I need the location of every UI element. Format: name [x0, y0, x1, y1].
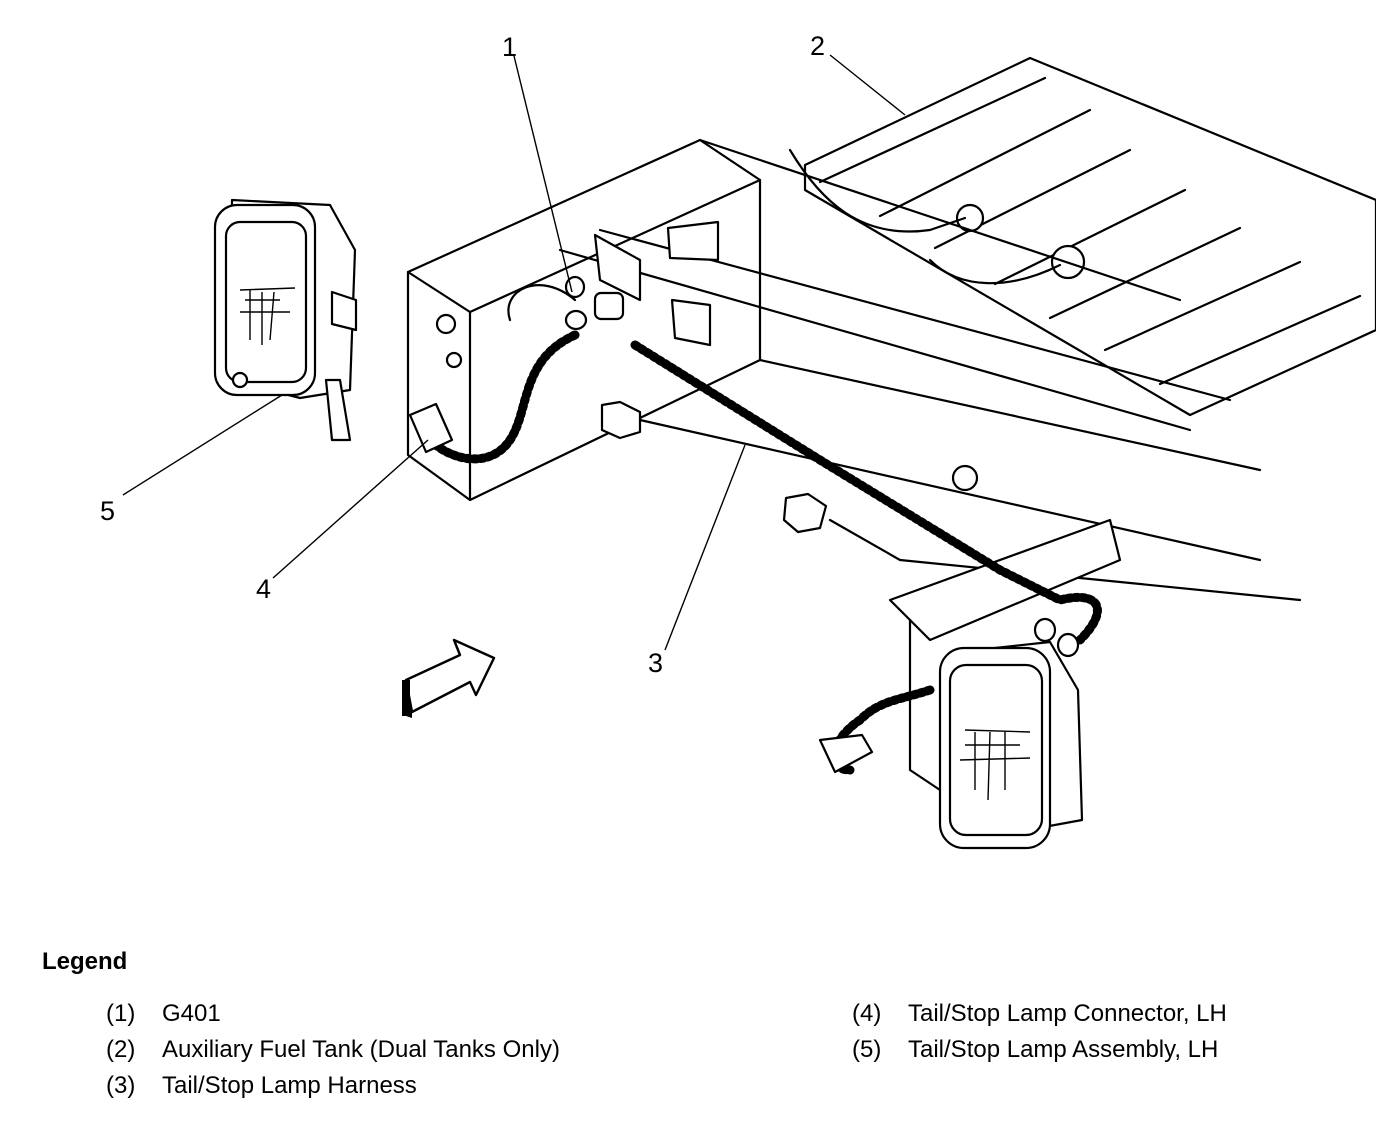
legend-item-number: (1) — [106, 1000, 136, 1027]
callout-5: 5 — [100, 496, 115, 526]
legend-item-number: (2) — [106, 1036, 136, 1063]
ground-g401 — [564, 220, 1080, 658]
tail-lamp-assembly-lh — [213, 198, 358, 442]
callout-3: 3 — [648, 648, 663, 678]
leader-lines — [122, 54, 906, 651]
legend-item: (3) Tail/Stop Lamp Harness — [106, 1068, 560, 1104]
wiring-diagram: 1 2 3 4 5 — [100, 31, 1376, 850]
legend-title: Legend — [42, 948, 128, 975]
callout-1: 1 — [502, 32, 517, 62]
legend-item: (4) Tail/Stop Lamp Connector, LH — [852, 996, 1227, 1032]
legend-item-label: Tail/Stop Lamp Harness — [162, 1072, 417, 1099]
callout-2: 2 — [810, 31, 825, 61]
legend-item: (5) Tail/Stop Lamp Assembly, LH — [852, 1032, 1227, 1068]
auxiliary-fuel-tank — [788, 56, 1376, 417]
legend-item-label: G401 — [162, 1000, 221, 1027]
legend-column-left: (1) G401 (2) Auxiliary Fuel Tank (Dual T… — [106, 996, 560, 1104]
legend-item-label: Tail/Stop Lamp Assembly, LH — [908, 1036, 1219, 1063]
legend-item: (1) G401 — [106, 996, 560, 1032]
tail-lamp-assembly-rh — [938, 640, 1084, 850]
legend-item-number: (3) — [106, 1072, 136, 1099]
view-arrow — [402, 638, 496, 718]
legend-item: (2) Auxiliary Fuel Tank (Dual Tanks Only… — [106, 1032, 560, 1068]
legend-item-number: (5) — [852, 1036, 882, 1063]
legend-item-label: Tail/Stop Lamp Connector, LH — [908, 1000, 1227, 1027]
legend-column-right: (4) Tail/Stop Lamp Connector, LH (5) Tai… — [852, 996, 1227, 1068]
callout-4: 4 — [256, 574, 271, 604]
tail-stop-lamp-connector-lh — [408, 402, 874, 774]
legend-item-label: Auxiliary Fuel Tank (Dual Tanks Only) — [162, 1036, 560, 1063]
legend-item-number: (4) — [852, 1000, 882, 1027]
